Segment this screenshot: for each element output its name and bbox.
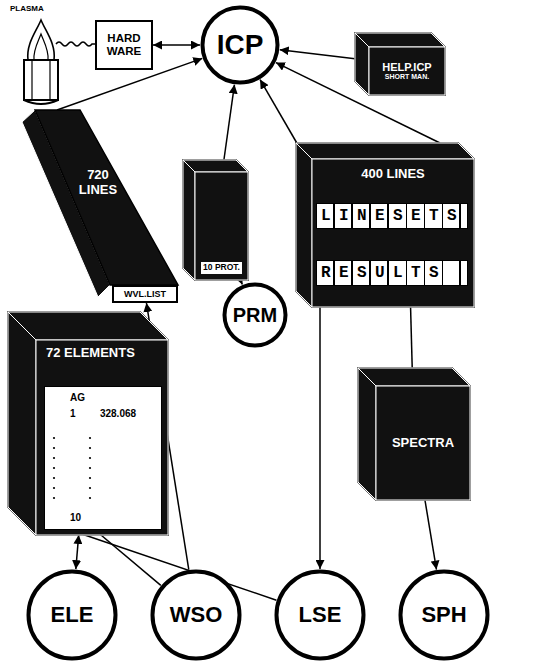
node-text: 72 ELEMENTS <box>46 346 135 361</box>
shape-outline <box>20 100 180 305</box>
circle-outline <box>277 572 364 659</box>
letter-strip: LINESETS <box>316 203 468 229</box>
box-face <box>36 340 168 535</box>
connector <box>319 286 321 569</box>
box-face <box>369 47 445 95</box>
connector <box>76 535 79 569</box>
help-file-box: HELP.ICPSHORT MAN. <box>355 33 445 95</box>
program-circle: SPH <box>398 569 490 661</box>
table-dot <box>53 487 55 489</box>
table-dot <box>53 497 55 499</box>
box-face <box>296 143 312 307</box>
box-face <box>195 172 248 280</box>
node-text: ICP <box>217 29 264 61</box>
lines-file-box: 400 LINES LINESETS RESULTS <box>296 143 474 307</box>
node-text: PRM <box>233 304 277 327</box>
light-wave <box>56 42 95 46</box>
connector <box>153 44 200 46</box>
box-face <box>312 159 474 307</box>
circle-outline <box>203 8 278 83</box>
program-circle: WSO <box>150 569 242 661</box>
wavelength-file-bar: 720 LINES WVL.LIST <box>20 100 180 305</box>
program-circle: PRM <box>222 282 288 348</box>
table-dot <box>89 477 91 479</box>
table-dot <box>53 437 55 439</box>
table-dot <box>53 447 55 449</box>
node-text: AG <box>70 392 85 404</box>
box-face <box>358 368 376 500</box>
circle-outline <box>153 572 240 659</box>
table-dot <box>89 467 91 469</box>
box-face <box>8 312 36 535</box>
connector <box>280 50 355 59</box>
shape-outline <box>358 368 470 500</box>
table-dot <box>53 467 55 469</box>
node-text: ELE <box>51 602 94 627</box>
connector <box>224 85 235 160</box>
node-text: 10 <box>70 512 81 524</box>
box-face <box>355 33 445 47</box>
node-text: 720 LINES <box>73 168 123 198</box>
circle-outline <box>401 572 488 659</box>
box-outline <box>113 286 177 302</box>
node-text: RESULTS <box>317 265 447 281</box>
node-text: WSO <box>170 602 223 627</box>
torch-inner-tube <box>49 60 50 100</box>
shape-outline <box>44 386 162 530</box>
node-text: HARD WARE <box>99 32 149 58</box>
program-circle: ICP <box>200 5 280 85</box>
table-dot <box>89 457 91 459</box>
table-dot <box>89 437 91 439</box>
box-face <box>183 160 195 280</box>
node-text: 400 LINES <box>361 167 425 182</box>
box-face <box>355 33 369 95</box>
table-panel <box>45 387 162 530</box>
elements-file-box: 72 ELEMENTS AG 1 328.068 10 <box>8 312 168 535</box>
table-dot <box>89 487 91 489</box>
connector <box>260 80 298 145</box>
node-text: 1 <box>70 408 76 420</box>
plasma-flame <box>28 20 55 60</box>
box-outline <box>296 143 474 307</box>
letter-strip: RESULTS <box>316 260 468 286</box>
node-text: LSE <box>299 602 342 627</box>
plasma-inner-flame <box>34 34 48 60</box>
node-text: 328.068 <box>100 408 136 420</box>
box-face <box>376 386 470 500</box>
box-outline <box>96 21 152 69</box>
table-dot <box>53 477 55 479</box>
circle-outline <box>225 285 286 346</box>
table-dot <box>53 457 55 459</box>
node-text: SHORT MAN. <box>385 73 429 81</box>
program-circle: LSE <box>274 569 366 661</box>
protocol-file-box: 10 PROT. <box>183 160 248 280</box>
table-dot <box>89 447 91 449</box>
circle-outline <box>29 572 116 659</box>
node-text: 10 PROT. <box>201 262 242 274</box>
bar-front <box>35 110 178 285</box>
file-label-box: WVL.LIST <box>112 285 178 303</box>
node-text: LINESETS <box>317 208 465 224</box>
box-face <box>296 143 474 159</box>
node-text: SPH <box>421 602 466 627</box>
node-text: HELP.ICP <box>382 61 431 74</box>
spectra-file-box: SPECTRA <box>358 368 470 500</box>
part-label: PLASMA <box>10 4 44 13</box>
torch-base <box>24 100 58 104</box>
connector <box>425 500 437 570</box>
box-outline <box>358 368 470 500</box>
elements-table: AG 1 328.068 10 <box>44 386 162 530</box>
box-outline <box>8 312 168 535</box>
box-outline <box>183 160 248 280</box>
box-face <box>358 368 470 386</box>
box-outline <box>355 33 445 95</box>
table-dot <box>89 497 91 499</box>
node-text: SPECTRA <box>392 436 454 451</box>
program-circle: ELE <box>26 569 118 661</box>
torch-tube <box>24 60 58 100</box>
hardware-box: HARD WARE <box>95 20 153 70</box>
node-text: WVL.LIST <box>124 289 166 299</box>
torch-inner-tube <box>31 60 32 100</box>
